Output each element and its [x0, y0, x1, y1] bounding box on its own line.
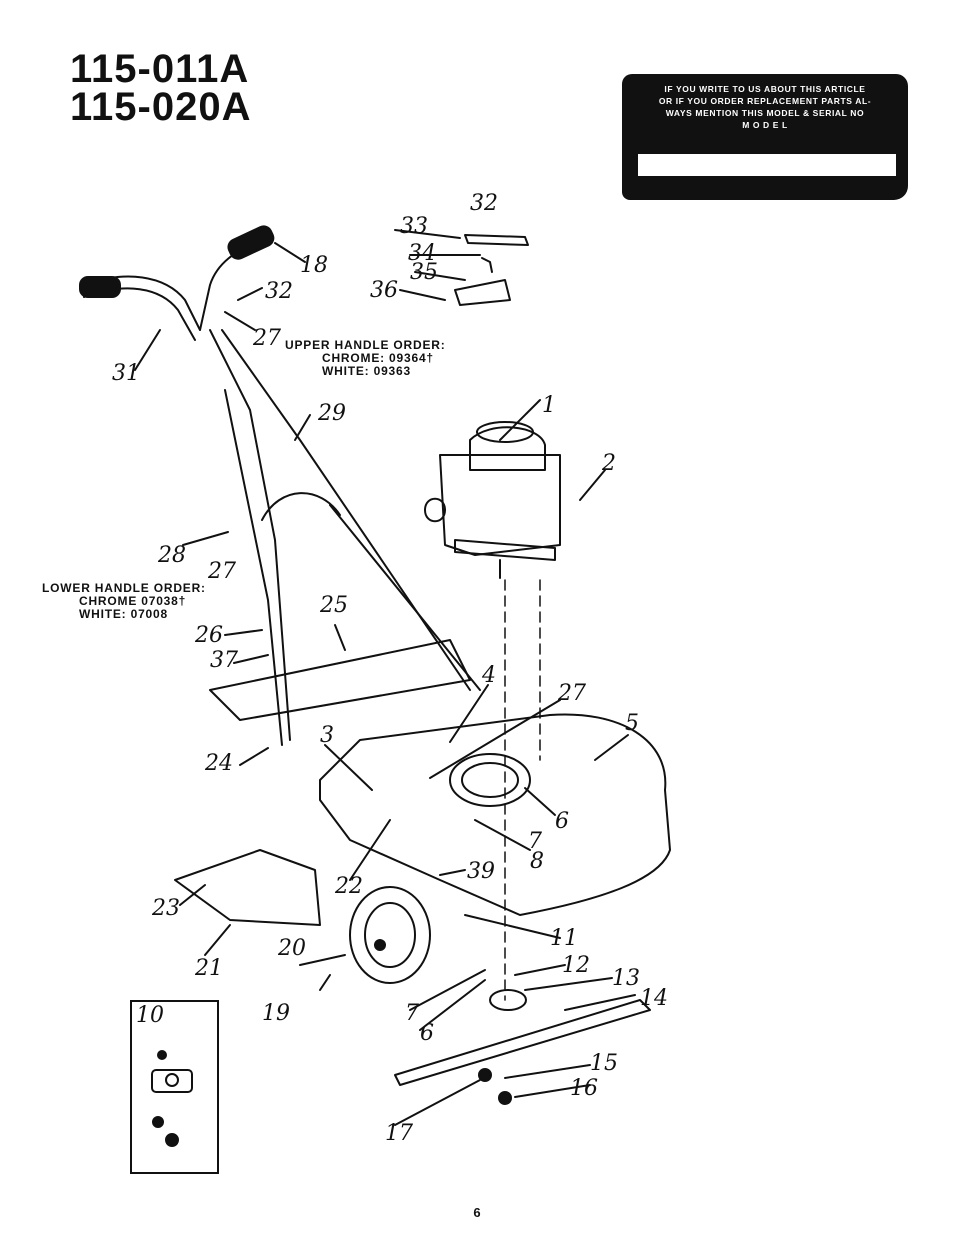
callout-31: 31	[112, 361, 140, 386]
lower-handle-chrome: CHROME 07038†	[79, 594, 187, 608]
callout-6-blade: 6	[420, 1021, 434, 1046]
callout-18: 18	[300, 253, 328, 278]
callout-19: 19	[262, 1001, 290, 1026]
upper-handle-white: WHITE: 09363	[322, 364, 411, 378]
upper-handle-chrome: CHROME: 09364†	[322, 351, 434, 365]
callout-8: 8	[530, 849, 544, 874]
lower-handle	[209, 329, 471, 741]
callout-26: 26	[194, 623, 223, 648]
control-bracket	[464, 234, 529, 246]
inset-part-10-box	[130, 1000, 219, 1174]
mower-blade	[394, 999, 651, 1086]
callout-15: 15	[590, 1051, 618, 1076]
callout-39: 39	[467, 859, 495, 884]
callout-21: 21	[194, 956, 223, 981]
callout-11: 11	[550, 926, 578, 951]
callout-33: 33	[400, 214, 428, 239]
upper-handle-order-title: UPPER HANDLE ORDER:	[285, 338, 446, 352]
callout-13: 13	[612, 966, 640, 991]
callout-27-upper: 27	[252, 326, 281, 351]
upper-handle-order: UPPER HANDLE ORDER: CHROME: 09364† WHITE…	[285, 339, 446, 378]
callout-37: 37	[210, 648, 238, 673]
callout-16: 16	[570, 1076, 598, 1101]
engine	[439, 454, 561, 556]
lower-handle-order-title: LOWER HANDLE ORDER:	[42, 581, 206, 595]
callout-5: 5	[625, 711, 639, 736]
grass-deflector	[209, 639, 471, 721]
callout-1: 1	[542, 393, 556, 418]
lower-handle-white: WHITE: 07008	[79, 607, 168, 621]
callout-24: 24	[204, 751, 233, 776]
callout-6: 6	[555, 809, 569, 834]
callout-32-handle: 32	[265, 279, 293, 304]
callout-17: 17	[385, 1121, 413, 1146]
callout-2: 2	[601, 451, 616, 476]
callout-23: 23	[151, 896, 180, 921]
discharge-chute	[174, 849, 321, 926]
callout-34: 34	[408, 241, 436, 266]
callout-27-deck: 27	[557, 681, 586, 706]
callout-14: 14	[640, 986, 668, 1011]
notice-text: IF YOU WRITE TO US ABOUT THIS ARTICLE OR…	[658, 84, 872, 130]
callout-22: 22	[334, 874, 363, 899]
model-number-1: 115-011A	[70, 47, 250, 91]
callout-29: 29	[317, 401, 346, 426]
upper-handle-grip-right	[227, 225, 275, 260]
callout-7: 7	[528, 829, 542, 854]
callout-32-top: 32	[470, 191, 498, 216]
wheel	[349, 886, 431, 984]
callout-20: 20	[277, 936, 306, 961]
mower-deck	[319, 713, 671, 916]
callout-35: 35	[410, 260, 438, 285]
model-title: 115-011A 115-020A	[70, 47, 252, 129]
model-number-field[interactable]	[638, 154, 896, 176]
page-number: 6	[473, 1205, 481, 1220]
callout-28: 28	[157, 543, 186, 568]
lower-handle-order: LOWER HANDLE ORDER: CHROME 07038† WHITE:…	[42, 582, 206, 621]
callout-12: 12	[562, 953, 590, 978]
callout-36: 36	[370, 278, 398, 303]
upper-handle-grip-left	[79, 276, 121, 298]
callout-25: 25	[319, 593, 348, 618]
callout-27-lower: 27	[207, 559, 236, 584]
callout-3: 3	[320, 723, 334, 748]
model-serial-notice: IF YOU WRITE TO US ABOUT THIS ARTICLE OR…	[622, 74, 908, 200]
callout-4: 4	[481, 663, 496, 688]
callout-7-blade: 7	[405, 1001, 419, 1026]
callout-10: 10	[136, 1003, 164, 1028]
model-number-2: 115-020A	[70, 85, 252, 129]
